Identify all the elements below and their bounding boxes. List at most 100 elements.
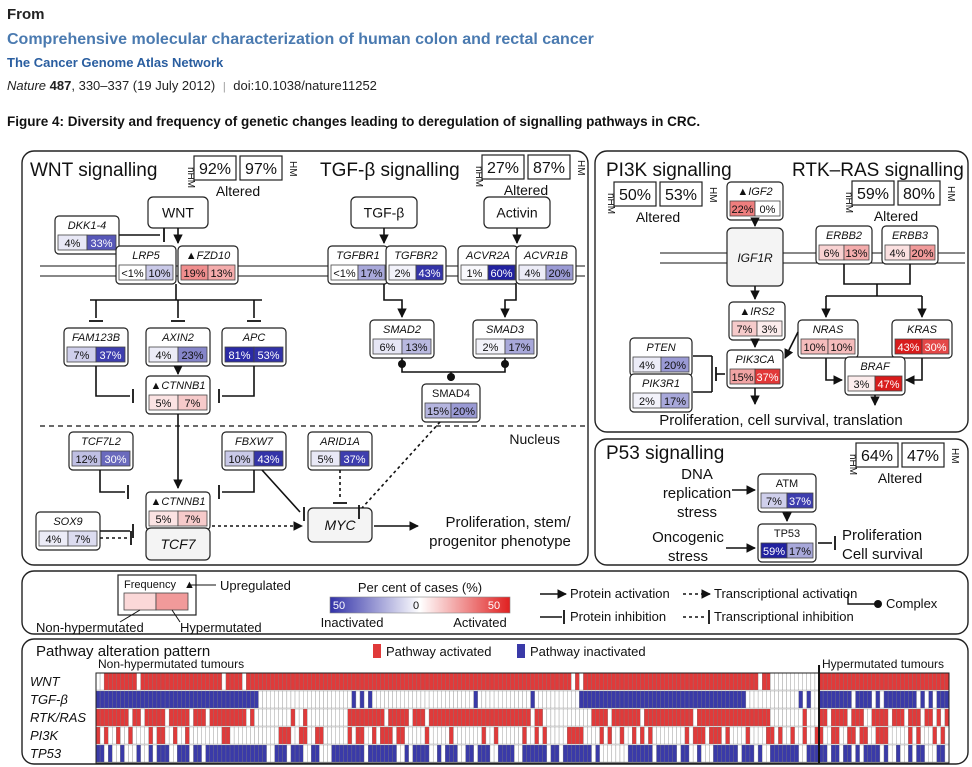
- pattern-cell: [400, 708, 405, 727]
- pattern-cell: [940, 672, 946, 691]
- pattern-cell: [449, 672, 454, 691]
- pattern-cell: [136, 690, 141, 709]
- pattern-cell: [258, 690, 263, 709]
- pattern-cell: [887, 726, 893, 745]
- pattern-cell: [879, 690, 885, 709]
- pattern-cell: [250, 744, 255, 763]
- pattern-cell: [177, 672, 182, 691]
- pattern-cell: [465, 726, 470, 745]
- pattern-cell: [632, 726, 637, 745]
- pattern-cell: [554, 690, 560, 709]
- pattern-cell: [932, 708, 937, 727]
- nhm-value: 4%: [890, 248, 906, 260]
- pattern-cell: [416, 708, 422, 727]
- pattern-cell: [404, 708, 409, 727]
- legend-inactivated: Inactivated: [321, 615, 384, 630]
- pattern-cell: [688, 708, 694, 727]
- gene-name: ERBB3: [892, 230, 929, 242]
- pattern-cell: [766, 672, 771, 691]
- pattern-cell: [144, 744, 149, 763]
- pattern-cell: [510, 690, 515, 709]
- hm-value: 43%: [418, 268, 440, 280]
- pattern-cell: [680, 726, 686, 745]
- pattern-cell: [469, 672, 474, 691]
- nhm-value: 7%: [737, 324, 753, 336]
- pattern-cell: [810, 708, 816, 727]
- pattern-cell: [311, 690, 316, 709]
- pattern-cell: [144, 726, 149, 745]
- pattern-cell: [335, 726, 340, 745]
- pattern-cell: [558, 726, 564, 745]
- pattern-cell: [668, 726, 673, 745]
- pattern-cell: [562, 672, 568, 691]
- pattern-cell: [550, 690, 556, 709]
- pattern-cell: [717, 726, 722, 745]
- pattern-cell: [367, 726, 373, 745]
- pattern-cell: [278, 744, 284, 763]
- nhm-value: 7%: [74, 350, 90, 362]
- pattern-cell: [554, 708, 560, 727]
- pattern-cell: [457, 726, 462, 745]
- pattern-cell: [298, 672, 304, 691]
- pattern-cell: [660, 708, 665, 727]
- pattern-cell: [120, 708, 125, 727]
- pattern-inactivated-label: Pathway inactivated: [530, 644, 646, 659]
- pattern-cell: [615, 744, 621, 763]
- gene-name: SMAD4: [432, 388, 470, 400]
- pattern-cell: [668, 672, 673, 691]
- pattern-cell: [550, 672, 556, 691]
- altered-label: Altered: [216, 183, 260, 199]
- pattern-cell: [221, 672, 227, 691]
- pattern-cell: [607, 708, 613, 727]
- nhm-value: 19%: [183, 268, 205, 280]
- pattern-cell: [319, 726, 324, 745]
- pattern-cell: [327, 708, 332, 727]
- pattern-cell: [562, 708, 568, 727]
- paper-title-link[interactable]: Comprehensive molecular characterization…: [7, 31, 594, 48]
- pattern-cell: [477, 672, 483, 691]
- pattern-cell: [709, 690, 714, 709]
- pattern-cell: [307, 726, 312, 745]
- pattern-cell: [282, 744, 288, 763]
- pattern-cell: [786, 726, 791, 745]
- pattern-cell: [688, 744, 694, 763]
- pattern-cell: [510, 672, 515, 691]
- pattern-cell: [152, 744, 158, 763]
- pattern-cell: [571, 708, 576, 727]
- pattern-cell: [481, 690, 487, 709]
- myc-box: [307, 507, 373, 543]
- hm-tag: HM: [287, 161, 298, 177]
- nhm-tag: nHM: [185, 167, 196, 188]
- pattern-cell: [396, 726, 401, 745]
- pattern-cell: [327, 744, 332, 763]
- pattern-cell: [412, 744, 418, 763]
- pattern-cell: [201, 726, 206, 745]
- pattern-cell: [355, 672, 361, 691]
- pattern-cell: [177, 708, 182, 727]
- legend-complex: Complex: [886, 596, 938, 611]
- pattern-cell: [99, 744, 105, 763]
- pattern-cell: [672, 744, 677, 763]
- pattern-cell: [798, 744, 803, 763]
- pattern-cell: [526, 690, 531, 709]
- pattern-cell: [603, 744, 608, 763]
- pattern-cell: [278, 690, 284, 709]
- pattern-cell: [250, 708, 255, 727]
- pattern-cell: [599, 690, 604, 709]
- pattern-cell: [891, 672, 897, 691]
- pattern-cell: [432, 708, 438, 727]
- pattern-cell: [839, 690, 844, 709]
- pattern-cell: [701, 744, 706, 763]
- pattern-cell: [753, 726, 759, 745]
- pattern-cell: [294, 708, 300, 727]
- pattern-cell: [632, 690, 637, 709]
- volume: 487: [49, 78, 72, 93]
- pattern-cell: [774, 726, 779, 745]
- pattern-cell: [741, 672, 747, 691]
- pattern-cell: [896, 744, 901, 763]
- authors-link[interactable]: The Cancer Genome Atlas Network: [7, 55, 224, 70]
- pattern-cell: [132, 690, 137, 709]
- pattern-cell: [774, 744, 779, 763]
- pattern-cell: [461, 672, 466, 691]
- nhm-value: 6%: [824, 248, 840, 260]
